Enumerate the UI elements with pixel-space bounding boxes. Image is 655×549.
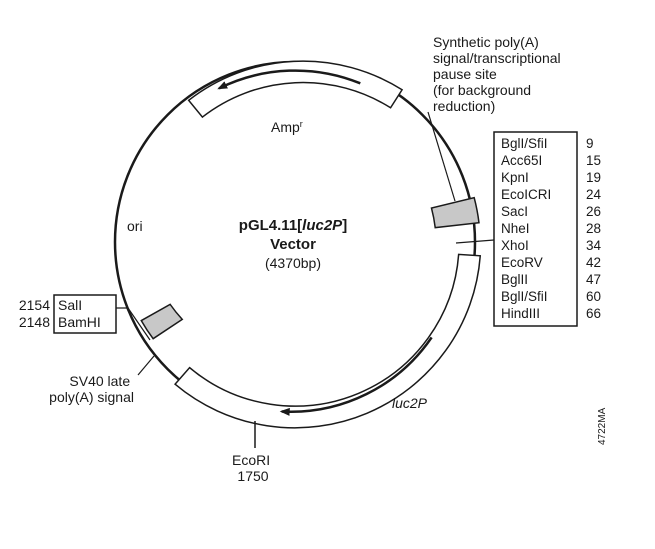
vector-name: pGL4.11[luc2P] [239,217,347,234]
sv40-leader [137,355,155,376]
vector-size: (4370bp) [265,255,321,271]
amp-resistance-feature [187,60,404,119]
luc2p-direction-arrow [279,336,433,416]
left-site-name: SalI [58,297,82,313]
mcs-site-name: KpnI [501,170,529,185]
synthetic-polya-label: Synthetic poly(A) signal/transcriptional… [433,34,565,114]
ecori-label: EcoRI 1750 [232,452,274,484]
sv40-label: SV40 late poly(A) signal [49,373,134,405]
mcs-site-position: 19 [586,170,601,185]
mcs-site-name: NheI [501,221,530,236]
luc2p-feature [174,253,482,429]
mcs-site-name: XhoI [501,238,529,253]
mcs-site-name: HindIII [501,306,540,321]
mcs-site-position: 42 [586,255,601,270]
vector-subtitle: Vector [270,236,316,253]
mcs-site-name: Acc65I [501,153,542,168]
ori-label: ori [127,218,143,234]
amp-direction-arrow [217,69,361,90]
mcs-site-name: EcoICRI [501,187,551,202]
mcs-site-position: 34 [586,238,602,253]
mcs-site-position: 60 [586,289,601,304]
mcs-site-position: 26 [586,204,601,219]
mcs-leader [455,239,495,244]
amp-label: Ampr [271,119,303,135]
left-site-position: 2148 [19,314,50,330]
mcs-site-position: 28 [586,221,601,236]
sall-bamhi-leader [116,307,151,341]
left-site-position: 2154 [19,297,50,313]
mcs-site-position: 9 [586,136,594,151]
mcs-site-name: BglII [501,272,528,287]
left-site-name: BamHI [58,314,101,330]
mcs-site-position: 15 [586,153,601,168]
figure-id: 4722MA [597,407,608,445]
mcs-site-position: 24 [586,187,602,202]
luc2p-label: luc2P [392,395,428,411]
mcs-site-position: 66 [586,306,601,321]
mcs-site-name: SacI [501,204,528,219]
mcs-site-name: BglI/SfiI [501,136,548,151]
mcs-site-name: EcoRV [501,255,543,270]
synthetic-polya-leader [427,111,456,202]
sall-bamhi-box [53,294,117,334]
sv40-polya-block [140,303,184,340]
mcs-site-position: 47 [586,272,601,287]
synthetic-polya-block [430,196,480,229]
mcs-sites-box [493,131,578,327]
mcs-site-name: BglI/SfiI [501,289,548,304]
